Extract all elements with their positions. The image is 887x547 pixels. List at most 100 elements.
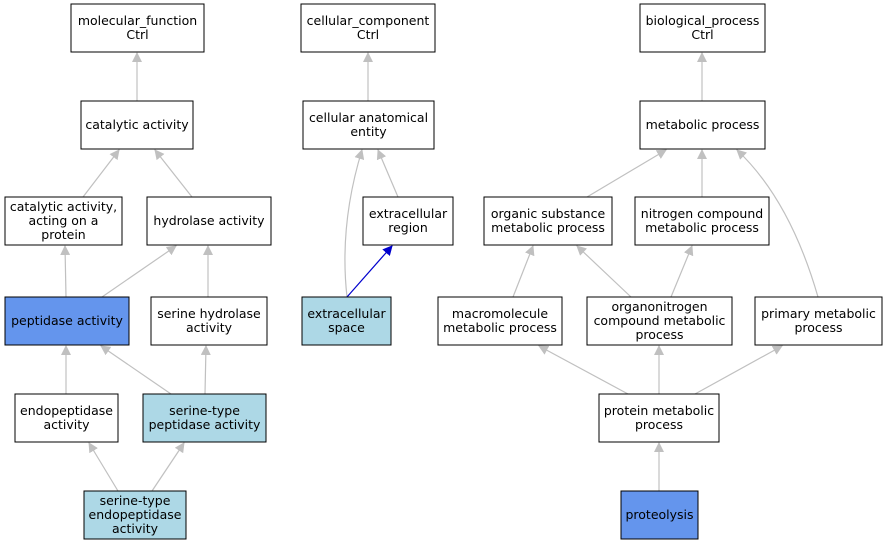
node-box [70, 3, 205, 53]
node-box [4, 296, 130, 346]
node-box [300, 3, 436, 53]
node-label-line: space [328, 320, 365, 335]
edge-ec_region-to-cell_anat [376, 149, 399, 198]
node-label-line: metabolic process [645, 220, 759, 235]
node-label-line: molecular_function [78, 13, 197, 28]
node-label-line: proteolysis [625, 507, 693, 522]
node-label-line: process [635, 417, 683, 432]
edge-ser_endo-to-ser_pep [151, 442, 185, 492]
node-label-line: organic substance [491, 206, 606, 221]
node-box [14, 393, 119, 443]
node-box [301, 296, 392, 346]
node-catalytic[interactable]: catalytic activity [80, 100, 194, 150]
node-box [146, 196, 272, 246]
node-label-line: catalytic activity [85, 117, 189, 132]
edge-protein_met-to-macro [538, 345, 629, 395]
node-box [362, 196, 454, 246]
node-label-line: metabolic process [443, 320, 557, 335]
node-label-line: entity [350, 124, 387, 139]
edge-org_sub-to-metabolic [586, 149, 667, 198]
node-label-line: metabolic process [646, 117, 760, 132]
node-box [302, 100, 435, 150]
node-box [639, 3, 766, 53]
node-box [598, 393, 720, 443]
node-label-line: primary metabolic [761, 306, 876, 321]
node-label-line: extracellular [307, 306, 386, 321]
node-label-line: activity [43, 417, 90, 432]
edge-organonit-to-org_sub [576, 245, 632, 298]
node-label-line: Ctrl [126, 27, 148, 42]
node-label-line: peptidase activity [11, 313, 123, 328]
node-box [754, 296, 883, 346]
edge-ser_endo-to-endopep [88, 442, 119, 492]
node-label-line: macromolecule [452, 306, 548, 321]
node-label-line: catalytic activity, [10, 199, 117, 214]
node-box [80, 100, 194, 150]
node-label-line: Ctrl [691, 27, 713, 42]
node-label-line: activity [112, 521, 159, 536]
edge-cat_protein-to-catalytic [82, 149, 120, 198]
node-label-line: serine-type [169, 403, 240, 418]
node-box [634, 196, 770, 246]
node-label-line: endopeptidase [89, 507, 182, 522]
node-box [437, 296, 563, 346]
node-box [142, 393, 267, 443]
node-box [4, 196, 123, 246]
node-label-line: cellular_component [307, 13, 430, 28]
node-label-line: region [388, 220, 428, 235]
node-label-line: cellular anatomical [309, 110, 428, 125]
edge-macro-to-org_sub [512, 245, 535, 298]
edge-peptidase-to-cat_protein [60, 245, 71, 298]
node-label-line: nitrogen compound [641, 206, 763, 221]
node-label-line: acting on a [29, 213, 99, 228]
node-label-line: activity [186, 320, 233, 335]
node-proteolysis[interactable]: proteolysis [620, 490, 699, 540]
node-label-line: biological_process [646, 13, 760, 28]
edge-organonit-to-nitrogen [670, 245, 694, 298]
node-label-line: peptidase activity [149, 417, 261, 432]
edge-protein_met-to-primary [694, 345, 783, 395]
edge-ec_space-to-cell_anat [344, 149, 365, 298]
node-label-line: hydrolase activity [153, 213, 265, 228]
node-box [483, 196, 613, 246]
node-metabolic[interactable]: metabolic process [639, 100, 766, 150]
node-label-line: process [794, 320, 842, 335]
node-box [620, 490, 699, 540]
edge-peptidase-to-hydrolase [101, 245, 177, 298]
node-hydrolase[interactable]: hydrolase activity [146, 196, 272, 246]
node-label-line: serine-type [100, 493, 171, 508]
node-label-line: endopeptidase [20, 403, 113, 418]
edge-hydrolase-to-catalytic [154, 149, 193, 198]
node-label-line: protein metabolic [604, 403, 714, 418]
node-label-line: compound metabolic [594, 313, 726, 328]
node-label-line: Ctrl [357, 27, 379, 42]
node-label-line: extracellular [369, 206, 448, 221]
node-label-line: organonitrogen [611, 299, 707, 314]
node-box [83, 490, 187, 540]
node-box [150, 296, 268, 346]
edge-ser_pep-to-ser_hydro [200, 345, 211, 395]
edges-layer [60, 52, 819, 492]
node-box [639, 100, 766, 150]
edge-ser_pep-to-peptidase [100, 345, 172, 395]
node-peptidase[interactable]: peptidase activity [4, 296, 130, 346]
